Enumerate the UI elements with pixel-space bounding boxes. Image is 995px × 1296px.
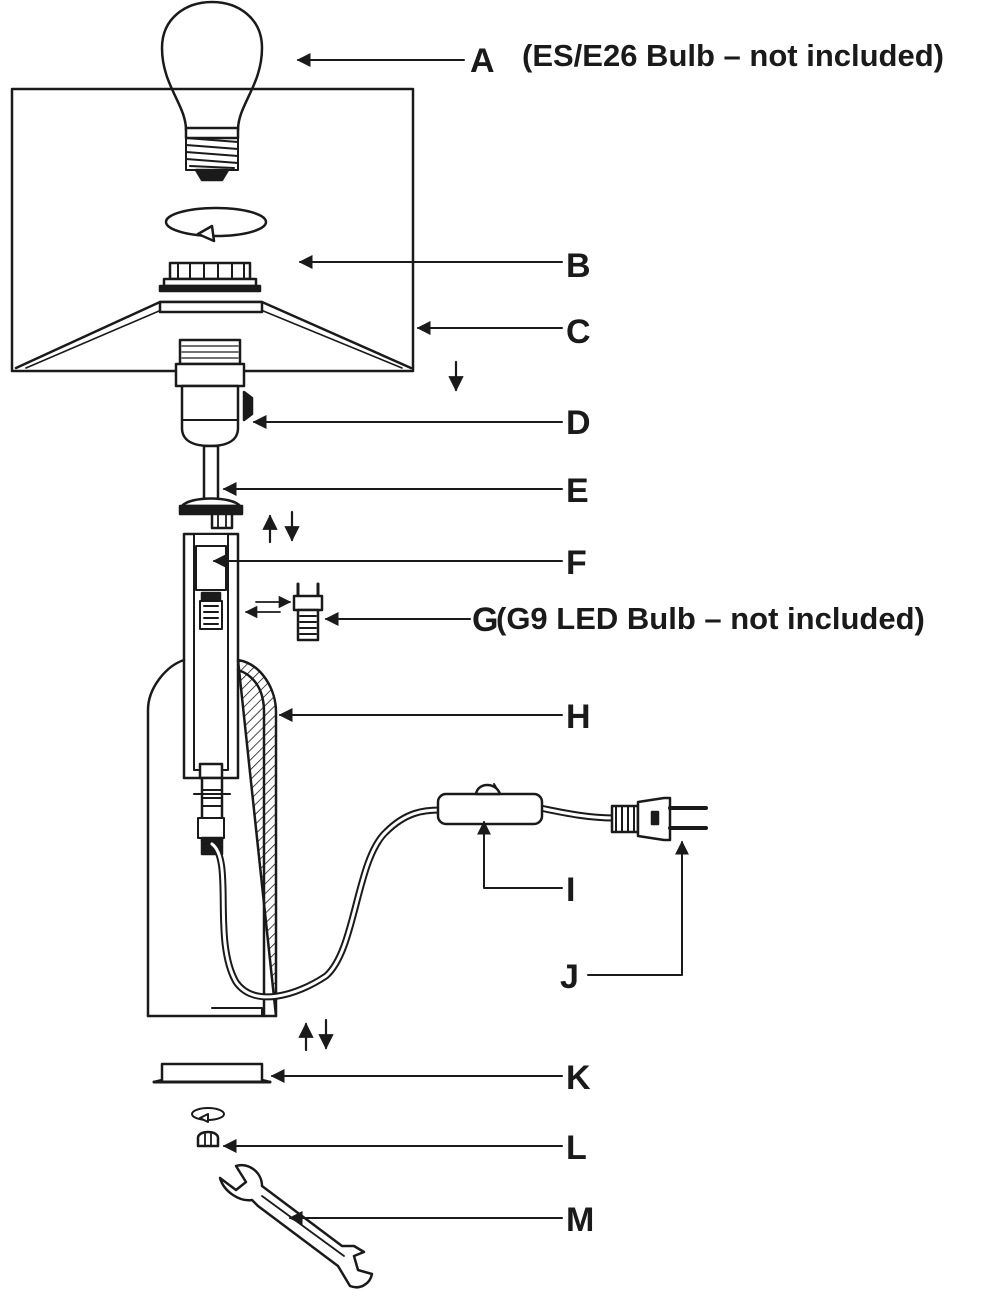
label-d: D — [566, 404, 591, 442]
e26-bulb — [160, 0, 264, 182]
label-i: I — [566, 871, 576, 909]
base-cap — [152, 1062, 272, 1084]
threaded-pipe — [178, 444, 244, 530]
g9-led-bulb — [292, 582, 324, 642]
label-b: B — [566, 247, 591, 285]
label-a: A — [470, 42, 495, 80]
up-down-arrows-icon — [262, 510, 300, 544]
lamp-socket — [174, 338, 254, 448]
label-g-note: (G9 LED Bulb – not included) — [496, 601, 925, 636]
label-m: M — [566, 1201, 595, 1239]
bottle-base — [146, 658, 278, 1018]
power-cord — [208, 804, 618, 1001]
lock-nut — [191, 1107, 225, 1148]
inner-tube — [182, 532, 240, 780]
label-h: H — [566, 698, 591, 736]
bottom-bolt — [193, 776, 231, 856]
inline-switch — [436, 783, 544, 826]
leader-lines — [212, 53, 689, 1225]
label-e: E — [566, 472, 589, 510]
rotation-arrow-icon — [164, 206, 268, 243]
wrench — [218, 1163, 374, 1289]
label-f: F — [566, 544, 587, 582]
power-plug — [610, 796, 708, 842]
insert-arrows-icon — [244, 595, 292, 619]
label-g: G — [472, 601, 499, 639]
shade-ring — [158, 261, 262, 293]
label-l: L — [566, 1129, 587, 1167]
label-k: K — [566, 1059, 591, 1097]
label-j: J — [560, 958, 579, 996]
label-a-note: (ES/E26 Bulb – not included) — [522, 38, 944, 73]
label-c: C — [566, 313, 591, 351]
up-down-arrows-icon — [298, 1018, 334, 1052]
